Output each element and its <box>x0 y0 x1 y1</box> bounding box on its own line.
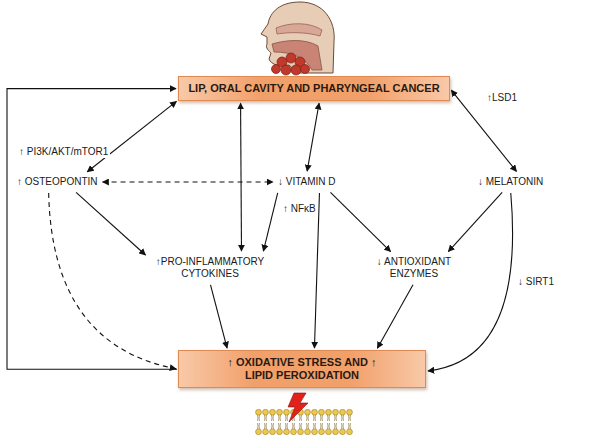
node-text: LIP, ORAL CAVITY AND PHARYNGEAL CANCER <box>185 82 443 95</box>
arrow <box>314 193 319 348</box>
arrow <box>211 285 228 348</box>
arrow <box>240 103 242 251</box>
node-text: ↓ MELATONIN <box>478 176 543 188</box>
arrow <box>307 103 319 171</box>
node-text: ↑ OSTEOPONTIN <box>17 176 98 188</box>
lipid-bilayer <box>255 409 353 435</box>
edge-label: ↑LSD1 <box>485 92 519 104</box>
arrow <box>330 192 390 251</box>
edge-label: ↓ SIRT1 <box>516 276 556 288</box>
effect-label: ↓ ANTIOXIDANT ENZYMES <box>362 256 466 280</box>
factor-label: ↑ OSTEOPONTIN <box>17 176 98 188</box>
outcome-box: ↑ OXIDATIVE STRESS AND ↑ LIPID PEROXIDAT… <box>178 350 426 388</box>
factor-label: ↓ VITAMIN D <box>278 176 336 188</box>
node-text: ↓ VITAMIN D <box>278 176 336 188</box>
tumor-cells <box>272 53 310 75</box>
effect-label: ↑PRO-INFLAMMATORY CYTOKINES <box>150 256 270 280</box>
nasal-cavity <box>276 24 322 36</box>
factor-label: ↓ MELATONIN <box>478 176 543 188</box>
arrow <box>263 193 277 251</box>
lightning-bolt <box>288 393 308 422</box>
node-text: ↑PRO-INFLAMMATORY CYTOKINES <box>150 256 270 280</box>
dashed-arrow <box>103 181 273 182</box>
arrow <box>377 285 413 349</box>
arrow <box>7 89 177 370</box>
arrow <box>428 193 513 371</box>
arrow <box>448 192 502 251</box>
head-profile <box>261 2 334 73</box>
node-text: ↑ OXIDATIVE STRESS AND ↑ LIPID PEROXIDAT… <box>227 356 377 382</box>
arrow <box>87 101 176 171</box>
cancer-box: LIP, ORAL CAVITY AND PHARYNGEAL CANCER <box>178 76 450 101</box>
edge-label: ↑ PI3K/AKT/mTOR1 <box>17 146 110 158</box>
arrow <box>76 192 145 255</box>
node-text: ↓ ANTIOXIDANT ENZYMES <box>362 256 466 280</box>
edge-label: ↑ NFκB <box>281 203 318 215</box>
dashed-arrow <box>49 193 176 369</box>
